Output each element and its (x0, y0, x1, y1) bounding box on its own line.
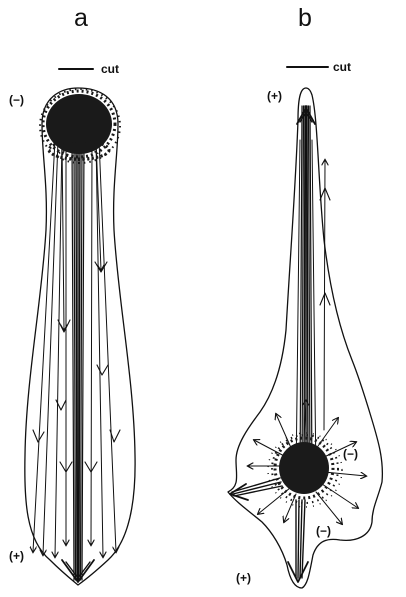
panel-a-label: a (74, 4, 88, 32)
panel-a-pole-bottom: (+) (9, 549, 24, 563)
panel-a: a cut (−) (+) (9, 4, 135, 585)
panel-b-inner-pole-right: (−) (343, 447, 358, 461)
panel-b-cut-label: cut (333, 60, 351, 74)
panel-a-cut-label: cut (101, 62, 119, 76)
panel-b-pole-top: (+) (267, 89, 282, 103)
panel-b-left-bundle (230, 478, 282, 500)
panel-a-pole-top: (−) (9, 93, 24, 107)
panel-b-label: b (298, 4, 312, 32)
panel-b: b cut (+) (+) (−) (−) (228, 4, 382, 588)
panel-b-centrosome-aggregate (268, 433, 342, 507)
panel-b-pole-bottom: (+) (236, 571, 251, 585)
panel-b-inner-pole-lower: (−) (316, 524, 331, 538)
panel-a-centrosome-aggregate (40, 89, 120, 163)
panel-b-downward-bundle (288, 500, 308, 582)
panel-a-central-bundle (62, 140, 94, 582)
